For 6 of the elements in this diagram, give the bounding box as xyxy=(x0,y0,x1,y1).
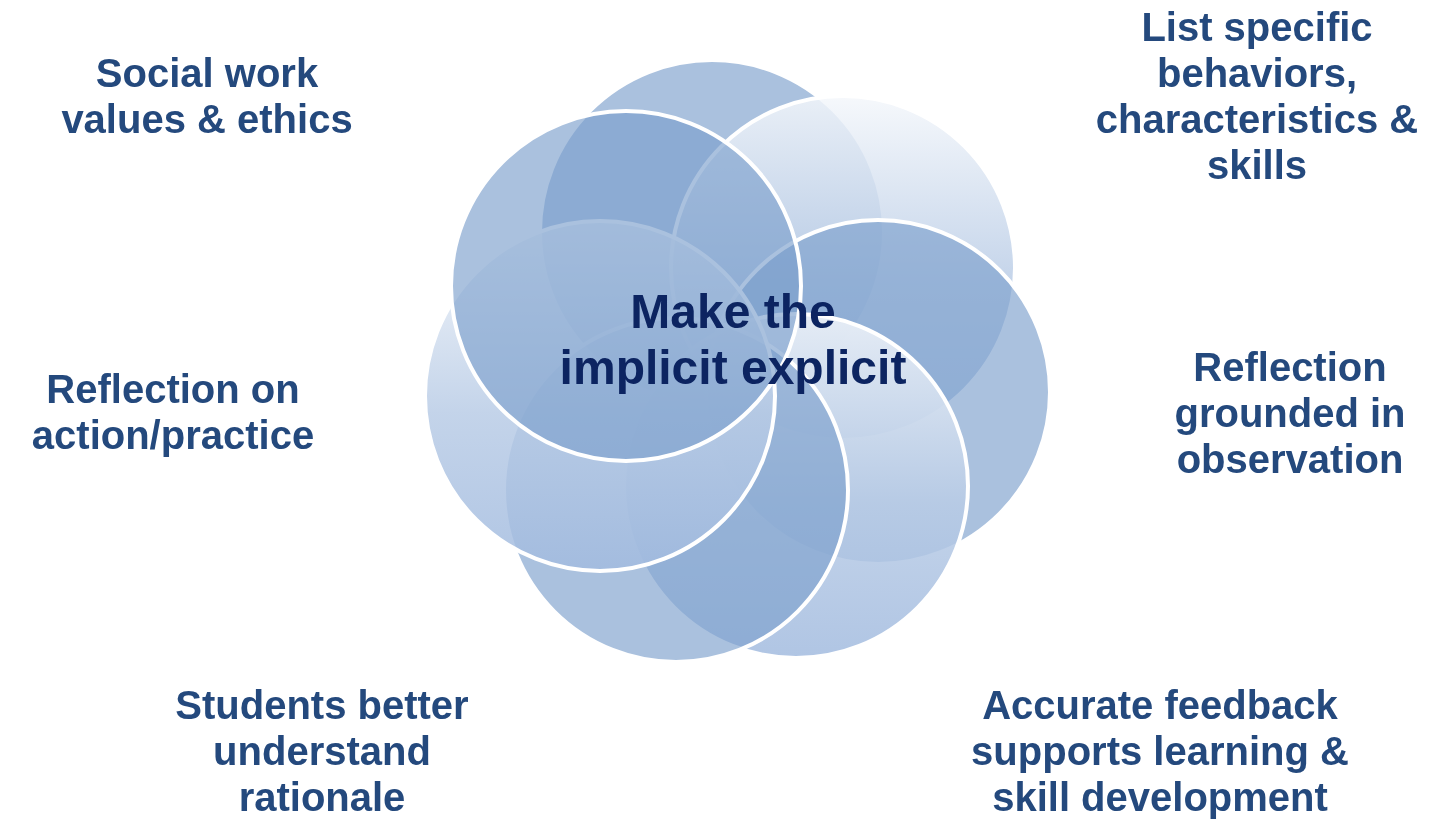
label-text: Students better understand rationale xyxy=(174,682,470,820)
label-text: Reflection grounded in observation xyxy=(1173,344,1407,482)
label-text: Reflection on action/practice xyxy=(30,366,316,458)
label-text: List specific behaviors, characteristics & skills xyxy=(1094,4,1420,188)
label-text: Social work values & ethics xyxy=(60,50,354,142)
label-text: Accurate feedback supports learning & skill development xyxy=(970,682,1350,820)
